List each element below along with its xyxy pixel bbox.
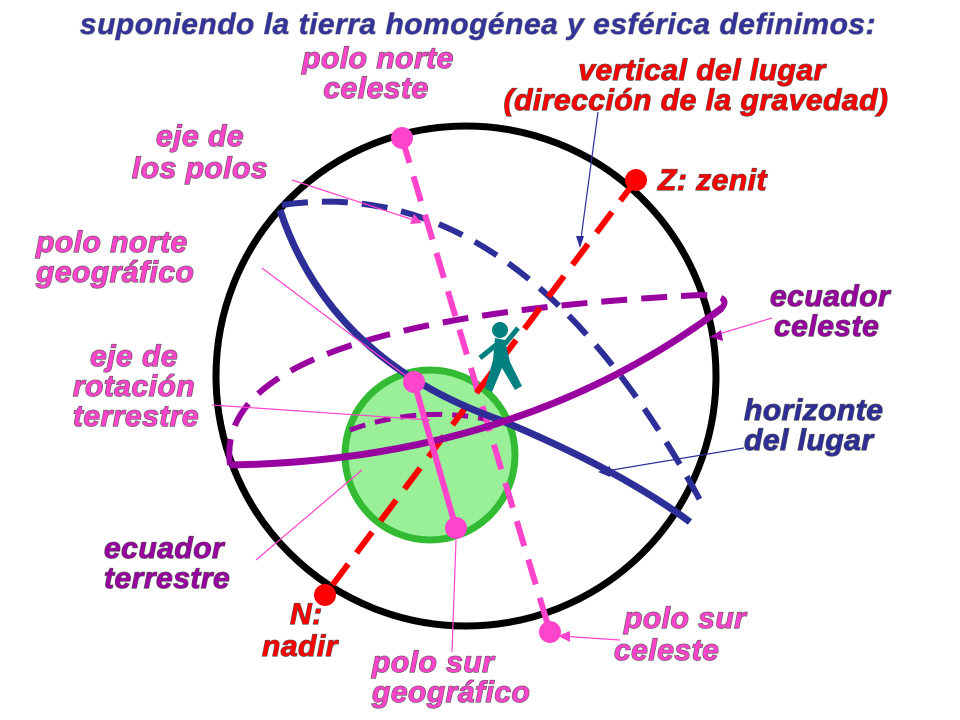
nadir-point	[314, 584, 336, 606]
label-polo-sur-geografico-1: polo sur	[371, 646, 496, 679]
label-vertical-2: (dirección de la gravedad)	[504, 84, 889, 117]
label-eje-polos-1: eje de	[156, 120, 244, 153]
pointer-polo-norte-geografico	[261, 267, 407, 377]
label-polo-norte-geografico-1: polo norte	[35, 226, 188, 259]
pointer-vertical	[579, 111, 599, 247]
label-eje-rotacion-2: rotación	[73, 370, 195, 403]
pointer-eje-polos	[291, 179, 421, 223]
label-ecuador-celeste-1: ecuador	[770, 280, 892, 313]
earth-rotation-axis	[411, 381, 459, 529]
label-polo-sur-celeste-2: celeste	[614, 634, 719, 667]
label-polo-norte-celeste-2: celeste	[323, 72, 428, 105]
pointer-eje-polos-arrowhead	[410, 214, 422, 224]
label-horizonte-2: del lugar	[744, 424, 875, 457]
label-eje-polos-2: los polos	[132, 152, 268, 185]
label-ecuador-terrestre-2: terrestre	[104, 562, 230, 595]
label-polo-sur-celeste-1: polo sur	[623, 602, 748, 635]
label-ecuador-terrestre-1: ecuador	[104, 532, 226, 565]
south-celestial-pole-point	[539, 621, 561, 643]
celestial-equator-back-dashed	[226, 291, 728, 466]
south-geographic-pole-point	[445, 517, 467, 539]
pointer-horizonte-arrowhead	[598, 466, 610, 477]
label-zenit: Z: zenit	[657, 164, 768, 197]
pointer-horizonte	[599, 447, 745, 473]
celestial-pole-axis	[399, 137, 553, 633]
label-eje-rotacion-1: eje de	[90, 340, 178, 373]
horizon-front	[276, 208, 693, 525]
observer-person-icon	[478, 322, 522, 392]
title: suponiendo la tierra homogénea y esféric…	[80, 8, 876, 41]
pointer-lines	[211, 179, 773, 653]
local-vertical-line	[322, 178, 639, 597]
label-vertical-1: vertical del lugar	[578, 54, 827, 87]
label-polo-norte-celeste-1: polo norte	[301, 42, 454, 75]
pointer-polo-sur-geografico	[451, 539, 457, 653]
label-nadir-2: nadir	[262, 630, 340, 663]
label-eje-rotacion-3: terrestre	[73, 400, 199, 433]
celestial-equator-front	[229, 305, 725, 469]
pointer-ecuador-celeste-arrowhead	[710, 330, 723, 341]
label-ecuador-celeste-2: celeste	[774, 310, 879, 343]
pointer-lines-dark	[579, 111, 745, 473]
pointer-ecuador-terrestre	[255, 469, 363, 561]
north-celestial-pole-point	[391, 127, 413, 149]
north-geographic-pole-point	[403, 371, 425, 393]
label-polo-norte-geografico-2: geográfico	[35, 256, 194, 289]
pointer-polo-sur-celeste-arrowhead	[558, 631, 570, 642]
label-polo-sur-geografico-2: geográfico	[371, 676, 530, 709]
pointer-vertical-arrowhead	[576, 236, 584, 248]
horizon-back-dashed	[281, 198, 703, 502]
label-nadir-1: N:	[290, 598, 323, 631]
zenith-point	[625, 169, 647, 191]
pointer-eje-rotacion	[211, 404, 431, 421]
label-horizonte-1: horizonte	[744, 394, 884, 427]
pointer-ecuador-celeste	[711, 317, 773, 337]
celestial-sphere	[212, 122, 720, 630]
